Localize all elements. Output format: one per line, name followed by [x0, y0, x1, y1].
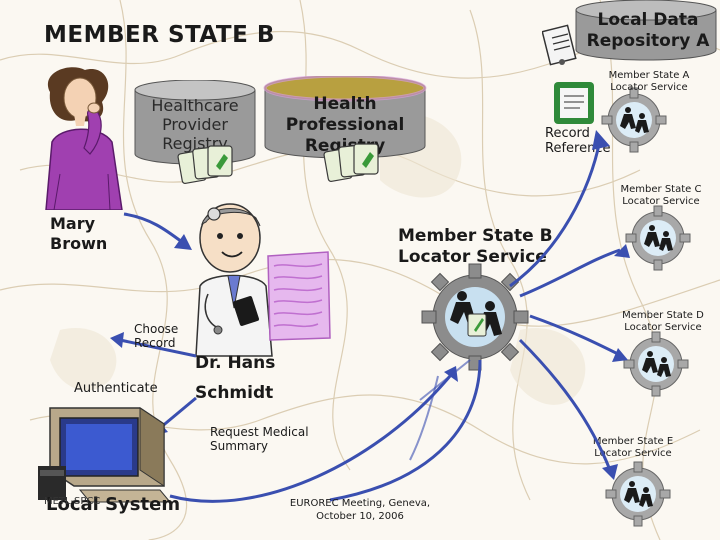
professional-registry-line1: Health [313, 94, 377, 114]
arrow-authenticate [159, 396, 197, 430]
healthcare-registry-line1: Healthcare [151, 96, 239, 115]
ms-e-locator-line2: Locator Service [594, 448, 672, 459]
ms-c-locator-line1: Member State C [620, 184, 702, 195]
patient-label: Mary Brown [50, 214, 107, 254]
arrow-to-ms-c [519, 248, 621, 298]
doctor-figure [195, 203, 273, 357]
arrow-system-to-locator [169, 375, 452, 503]
professional-registry-line2: Professional [285, 115, 405, 135]
repository-a-label: Local Data Repository A [576, 10, 720, 52]
arrow-choose-record [119, 338, 197, 358]
authenticate-label: Authenticate [74, 381, 158, 396]
doctor-line2: Schmidt [195, 383, 274, 403]
ms-b-locator-label: Member State B Locator Service [398, 226, 553, 268]
ms-c-locator-label: Member State C Locator Service [606, 184, 716, 208]
ms-e-locator-line1: Member State E [592, 436, 674, 447]
ms-a-locator-line2: Locator Service [610, 82, 688, 93]
request-summary-label: Request Medical Summary [210, 425, 309, 453]
ms-d-locator-line1: Member State D [622, 310, 704, 321]
record-reference-icon [554, 82, 594, 124]
ms-d-locator-gear [623, 331, 689, 397]
document-icon [542, 24, 577, 66]
request-summary-line2: Summary [210, 439, 268, 453]
choose-record-line2: Record [134, 336, 176, 350]
ms-a-locator-gear [601, 87, 667, 153]
repository-a-cylinder [575, 0, 717, 61]
ms-d-locator-line2: Locator Service [624, 322, 702, 333]
doctor-line1: Dr. Hans [195, 353, 276, 373]
arrow-to-ms-d [529, 314, 621, 357]
ms-b-locator-line2: Locator Service [398, 247, 547, 267]
footer-center-line1: EUROREC Meeting, Geneva, [289, 498, 431, 509]
arrow-to-ms-a [509, 139, 602, 288]
patient-line2: Brown [50, 234, 108, 253]
certificate-icon-2 [323, 143, 379, 182]
local-system-label: Local System [46, 494, 181, 515]
ms-a-locator-label: Member State A Locator Service [594, 70, 704, 94]
record-reference-line1: Record [545, 126, 590, 141]
ms-e-locator-gear [605, 461, 671, 527]
certificate-icon [177, 145, 233, 184]
computer-icon [38, 407, 172, 503]
footer-center-line2: October 10, 2006 [316, 511, 404, 522]
ms-a-locator-line1: Member State A [608, 70, 690, 81]
page-title: MEMBER STATE B [44, 22, 275, 48]
patient-line1: Mary [50, 214, 96, 233]
repository-a-line2: Repository A [586, 31, 710, 51]
ms-c-locator-gear [625, 205, 691, 271]
request-summary-line1: Request Medical [210, 425, 309, 439]
patient-figure [45, 67, 123, 210]
arrow-to-ms-e [518, 338, 612, 471]
ms-d-locator-label: Member State D Locator Service [608, 310, 718, 334]
choose-record-line1: Choose [134, 322, 179, 336]
professional-registry-cylinder [263, 76, 427, 159]
footer-left: METL-SPCC [44, 496, 101, 507]
choose-record-label: Choose Record [134, 322, 178, 350]
doctor-label: Dr. Hans Schmidt [195, 348, 275, 408]
ms-b-locator-gear [421, 263, 529, 371]
patient-to-doctor-arrow [123, 212, 192, 250]
ms-c-locator-line2: Locator Service [622, 196, 700, 207]
arrow-locator-to-system [329, 359, 482, 502]
medical-summary-document [267, 251, 331, 341]
footer-center: EUROREC Meeting, Geneva, October 10, 200… [280, 497, 440, 523]
healthcare-registry-line2: Provider [162, 115, 228, 134]
repository-a-line1: Local Data [597, 10, 699, 30]
ms-b-locator-line1: Member State B [398, 226, 553, 246]
ms-e-locator-label: Member State E Locator Service [578, 436, 688, 460]
